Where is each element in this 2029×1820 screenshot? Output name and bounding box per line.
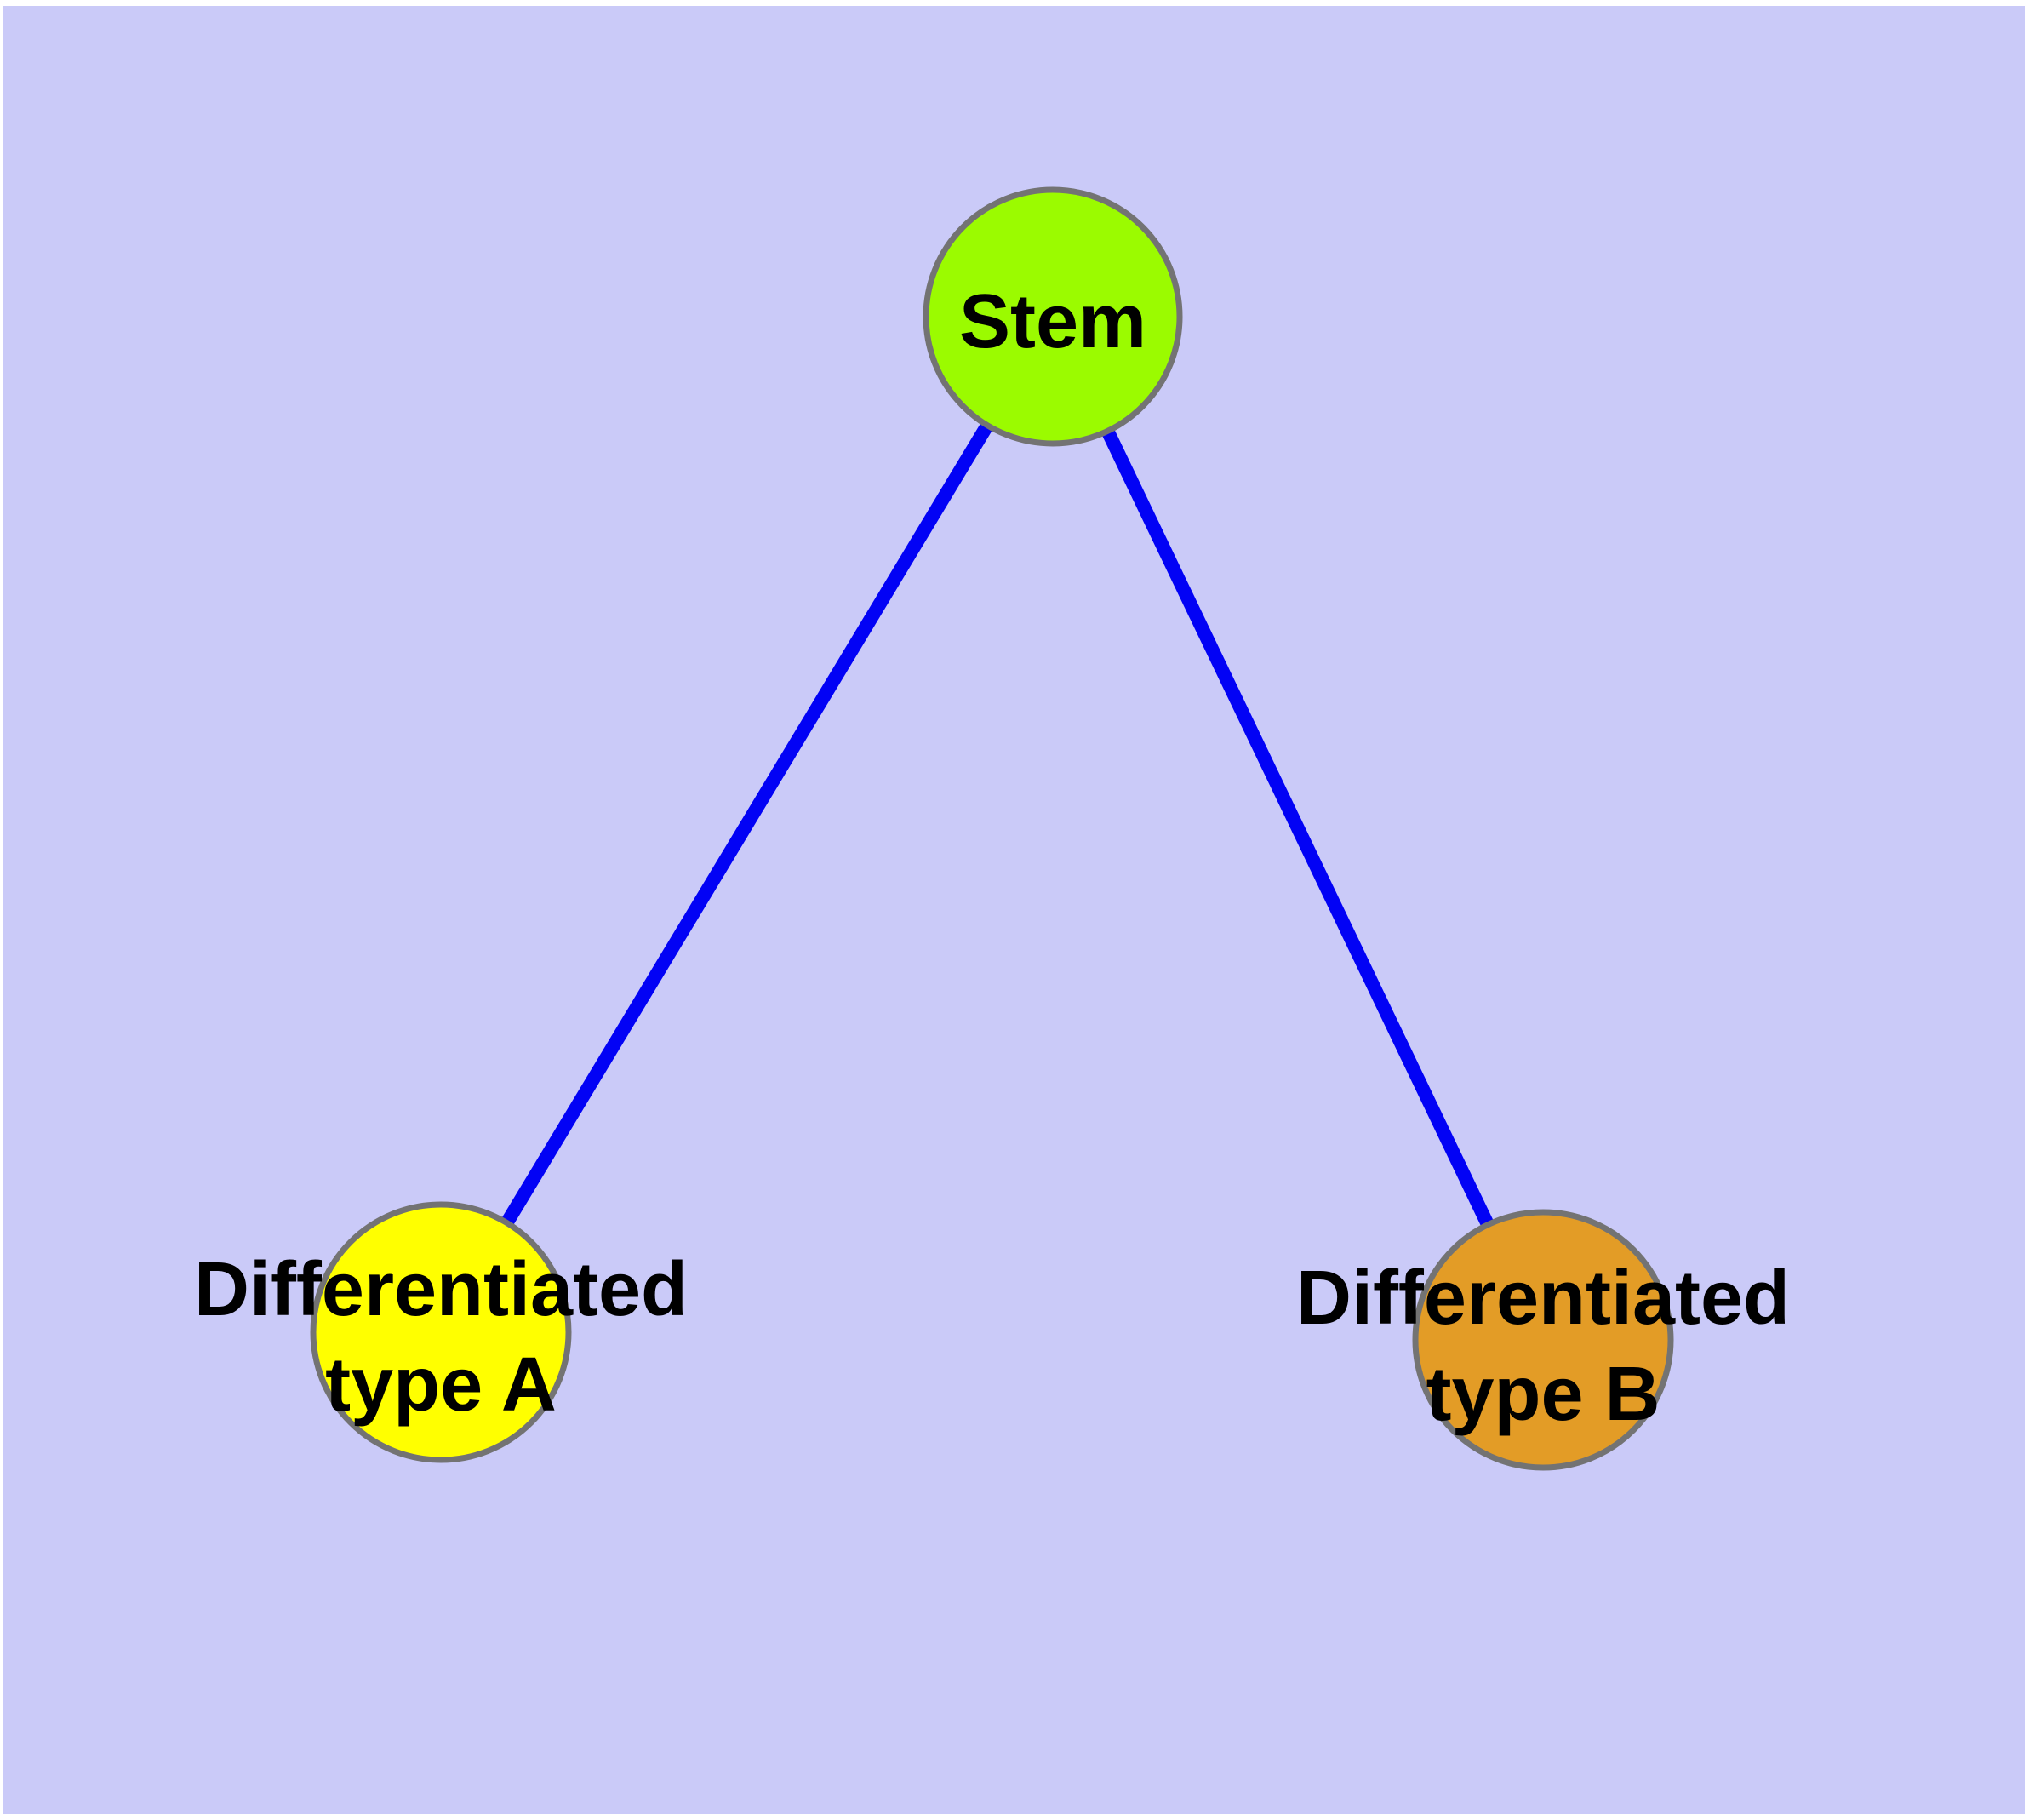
edge-stem-to-type-a xyxy=(435,312,1059,1336)
node-stem-circle xyxy=(923,186,1183,447)
node-type-b-label-line2: type B xyxy=(1426,1352,1660,1437)
node-type-a-label-line1: Differentiated xyxy=(194,1247,688,1332)
node-type-b-label-line1: Differentiated xyxy=(1296,1256,1790,1341)
node-type-b-circle xyxy=(1412,1209,1674,1471)
node-stem-label: Stem xyxy=(959,279,1146,364)
node-type-a-label-line2: type A xyxy=(325,1342,557,1428)
node-type-a-circle xyxy=(310,1201,572,1463)
edge-stem-to-type-b xyxy=(1046,313,1550,1343)
